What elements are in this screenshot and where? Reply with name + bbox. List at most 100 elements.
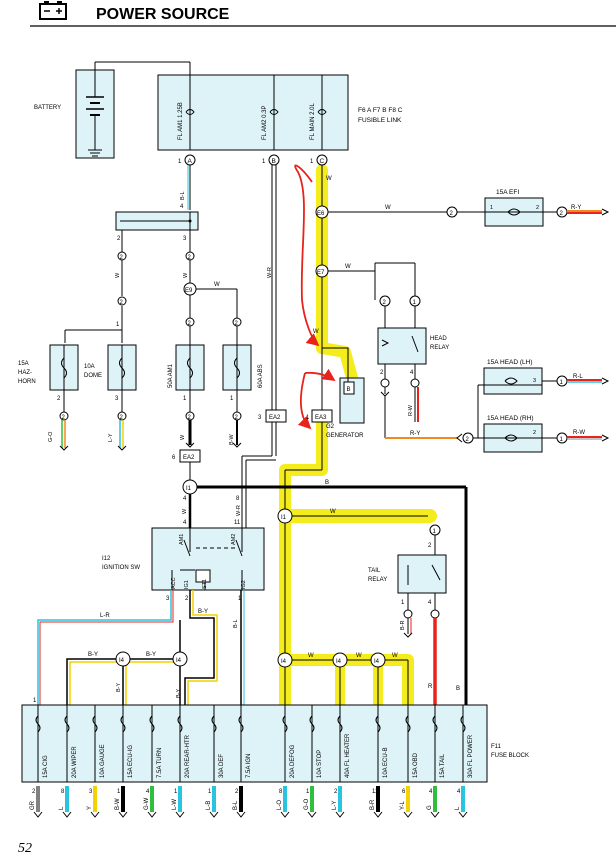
fuse-icon — [375, 715, 381, 733]
fusible-link-block: FL AM1 1.25B FL AM2 0.3P FL MAIN 2.0L F6… — [157, 74, 403, 151]
am2-feed — [271, 165, 277, 456]
generator-label: GENERATOR — [326, 433, 364, 439]
svg-text:R-L: R-L — [573, 374, 583, 380]
svg-text:I4: I4 — [336, 659, 342, 665]
fuse-label: 10A GAUGE — [100, 744, 106, 778]
connector-a: A 1 — [178, 154, 196, 166]
svg-text:1: 1 — [490, 205, 493, 211]
svg-text:2: 2 — [533, 430, 536, 436]
svg-text:50A AM1: 50A AM1 — [168, 363, 174, 388]
svg-text:3: 3 — [533, 378, 536, 384]
svg-text:W: W — [180, 434, 186, 440]
svg-text:2: 2 — [235, 415, 239, 421]
svg-text:2: 2 — [120, 255, 124, 261]
svg-text:B: B — [272, 158, 276, 165]
svg-text:B-L: B-L — [233, 619, 239, 628]
fuse-wire-color: B-R — [370, 799, 376, 810]
flam1-label: FL AM1 1.25B — [178, 102, 184, 140]
connector-e7: E7 — [315, 264, 329, 278]
connector-i4-b: I4 — [172, 651, 188, 667]
svg-text:E6: E6 — [317, 211, 325, 217]
fusible-link-codes: F6 A F7 B F8 C — [358, 107, 403, 114]
am1-feed — [187, 165, 191, 210]
fuse-icon — [460, 715, 466, 733]
arrow-down-icon — [147, 811, 157, 818]
svg-text:1: 1 — [238, 596, 242, 602]
svg-text:4: 4 — [180, 204, 184, 210]
wire-color-bl: B-L — [180, 191, 186, 200]
arrow-down-icon — [118, 811, 128, 818]
svg-text:I4: I4 — [119, 658, 125, 664]
fuse-pin: 2 — [32, 789, 36, 795]
fuse-pin: 1 — [117, 789, 121, 795]
flmain-label: FL MAIN 2.0L — [310, 103, 316, 140]
fuse-icon — [405, 715, 411, 733]
connector-i4-e: I4 — [370, 652, 386, 668]
fuse-pin: 1 — [174, 789, 178, 795]
page-title: POWER SOURCE — [96, 6, 230, 23]
svg-text:A: A — [188, 158, 193, 165]
svg-text:B-Y: B-Y — [176, 689, 182, 699]
svg-text:2: 2 — [120, 300, 124, 306]
svg-text:2: 2 — [466, 437, 470, 443]
connector-i4-c: I4 — [277, 652, 293, 668]
arrow-down-icon — [90, 811, 100, 818]
fuse-icon — [177, 715, 183, 733]
fuse-pin: 1 — [306, 789, 310, 795]
efi-fuse: 2 1 2 15A EFI 2 R-Y — [446, 189, 610, 227]
svg-text:W-R: W-R — [267, 267, 273, 278]
svg-text:R-Y: R-Y — [410, 431, 420, 437]
svg-text:B-R: B-R — [400, 621, 406, 631]
fuse-label: 7.5A IGN — [246, 754, 252, 778]
wire-color-e6: W — [385, 205, 391, 211]
junction-block — [115, 211, 199, 231]
fuse-wire-color: GR — [30, 800, 36, 810]
head-relay-label-2: RELAY — [430, 345, 449, 351]
battery-icon — [39, 1, 67, 20]
svg-text:2: 2 — [235, 321, 239, 327]
fuse-wire-color: L-Y — [332, 801, 338, 810]
fuse-label: 15A ECU-IG — [128, 745, 134, 778]
fuse-wire-color: L-B — [206, 801, 212, 810]
svg-text:EA2: EA2 — [183, 455, 195, 461]
ig1-wire — [184, 590, 218, 705]
svg-text:IG1: IG1 — [184, 580, 190, 589]
svg-text:I12: I12 — [102, 556, 111, 562]
svg-text:W: W — [330, 509, 336, 515]
svg-text:1: 1 — [310, 159, 314, 165]
svg-text:R: R — [428, 684, 433, 690]
svg-text:1: 1 — [433, 529, 437, 535]
fuse-pin: 2 — [334, 789, 338, 795]
svg-text:4: 4 — [183, 520, 187, 526]
svg-text:W: W — [356, 653, 362, 659]
fuse-pin: 4 — [457, 789, 461, 795]
fuse-wire-color: G — [427, 805, 433, 810]
svg-text:8: 8 — [236, 496, 240, 502]
svg-text:B-Y: B-Y — [88, 652, 98, 658]
head-lh-fuse: 15A HEAD (LH) 3 1 R-L — [478, 359, 610, 395]
svg-text:1: 1 — [183, 396, 187, 402]
efi-label: 15A EFI — [496, 189, 519, 196]
svg-text:1: 1 — [306, 415, 310, 421]
svg-text:B-W: B-W — [229, 434, 235, 446]
fusible-link-am1: FL AM1 1.25B — [178, 75, 195, 150]
svg-text:3: 3 — [183, 236, 187, 242]
svg-text:1: 1 — [178, 159, 182, 165]
arrow-down-icon — [335, 811, 345, 818]
fuse-wire-color: L — [455, 806, 461, 810]
svg-text:I1: I1 — [281, 515, 287, 521]
svg-text:2: 2 — [536, 205, 539, 211]
svg-text:I4: I4 — [374, 659, 380, 665]
fuse-wire-color: G-W — [144, 797, 150, 810]
fuse-wire-color: G-O — [304, 798, 310, 810]
connector-ea2-upper: EA2 3 — [258, 409, 287, 423]
svg-text:W: W — [183, 272, 189, 278]
svg-text:EA2: EA2 — [269, 415, 281, 421]
svg-text:1: 1 — [560, 380, 564, 386]
